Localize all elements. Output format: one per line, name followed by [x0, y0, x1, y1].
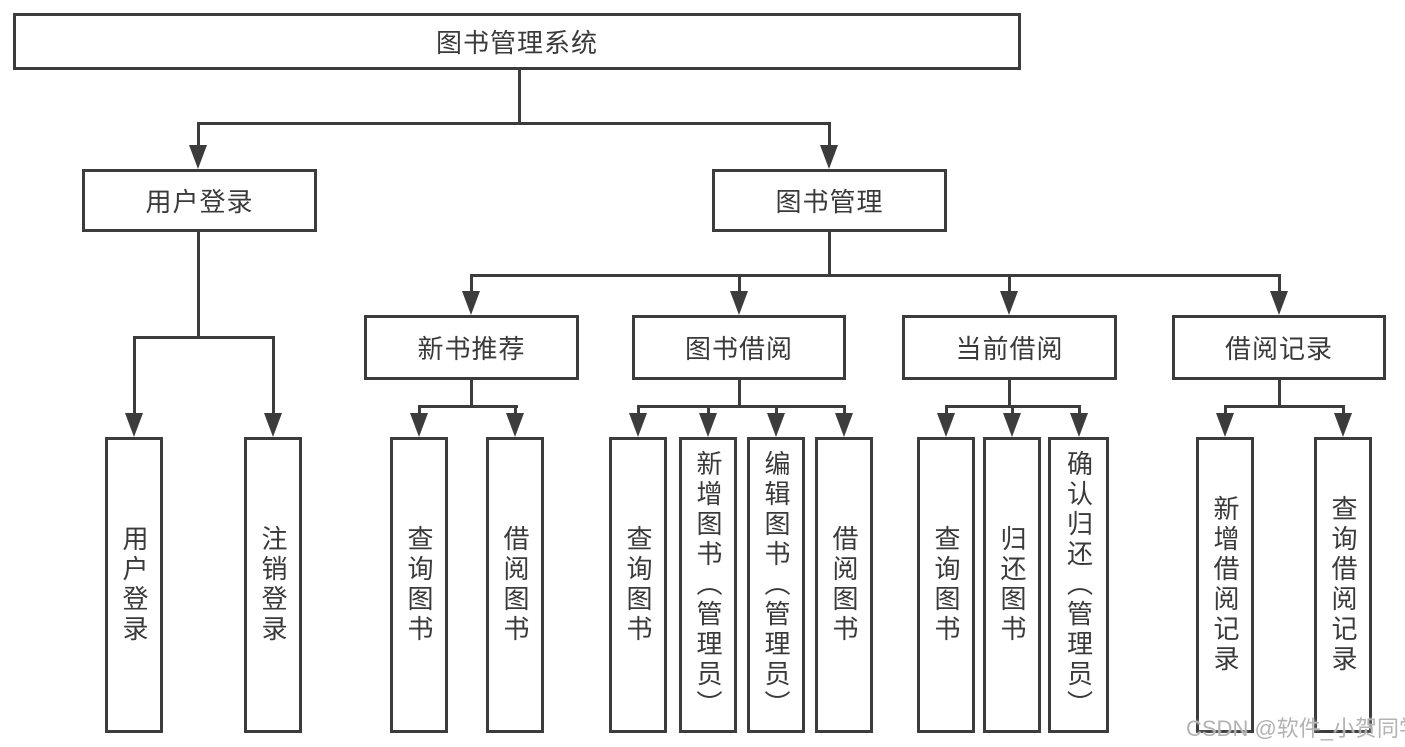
arrow-down-icon	[1000, 291, 1018, 315]
arrow-down-icon	[1270, 291, 1288, 315]
arrow-down-icon	[410, 413, 428, 437]
connector-stem	[1278, 380, 1281, 405]
leaf-label: 用户登录	[119, 525, 149, 645]
leaf-label: 借阅图书	[500, 525, 530, 645]
arrow-down-icon	[767, 413, 785, 437]
arrow-down-icon	[820, 145, 838, 169]
connector-drop-leaf	[418, 405, 421, 416]
connector-drop-leaf	[637, 405, 640, 416]
connector-drop-leaf	[1011, 405, 1014, 416]
connector-splitter	[637, 405, 845, 408]
leaf-edit-books-admin: 编辑图书（管理员）	[747, 437, 805, 733]
connector-splitter	[1224, 405, 1345, 408]
leaf-logout: 注销登录	[244, 437, 302, 733]
arrow-down-icon	[125, 413, 143, 437]
leaf-return-books: 归还图书	[983, 437, 1041, 733]
arrow-down-icon	[462, 291, 480, 315]
leaf-label: 查询借阅记录	[1328, 495, 1358, 675]
leaf-confirm-return-admin: 确认归还（管理员）	[1048, 437, 1109, 733]
node-current-borrow: 当前借阅	[902, 315, 1117, 380]
connector-drop-leaf	[1342, 405, 1345, 416]
watermark: CSDN @软件_小贺同学	[1186, 716, 1405, 741]
connector-stem	[1008, 380, 1011, 405]
node-new-book-rec: 新书推荐	[364, 315, 579, 380]
arrow-down-icon	[1334, 413, 1352, 437]
leaf-label: 归还图书	[997, 525, 1027, 645]
connector-splitter	[418, 405, 518, 408]
leaf-user-login: 用户登录	[105, 437, 163, 733]
connector-drop-leaf	[514, 405, 517, 416]
connector-level2-splitter	[197, 122, 831, 125]
leaf-query-books-current: 查询图书	[917, 437, 975, 733]
connector-drop-level3	[1278, 274, 1281, 293]
arrow-down-icon	[1070, 413, 1088, 437]
leaf-borrow-books: 借阅图书	[815, 437, 873, 733]
leaf-query-books-rec: 查询图书	[390, 437, 448, 733]
leaf-query-borrow-record: 查询借阅记录	[1314, 437, 1372, 733]
connector-user-login-splitter	[133, 336, 275, 339]
leaf-label: 注销登录	[258, 525, 288, 645]
connector-drop-leaf	[843, 405, 846, 416]
connector-drop-book-mgmt	[828, 122, 831, 148]
connector-drop-leaf	[133, 336, 136, 415]
leaf-label: 借阅图书	[829, 525, 859, 645]
arrow-down-icon	[264, 413, 282, 437]
node-borrow-records: 借阅记录	[1172, 315, 1386, 380]
arrow-down-icon	[1216, 413, 1234, 437]
connector-drop-leaf	[1224, 405, 1227, 416]
node-book-borrow: 图书借阅	[632, 315, 846, 380]
leaf-borrow-books-rec: 借阅图书	[486, 437, 544, 733]
leaf-label: 编辑图书（管理员）	[761, 450, 791, 720]
leaf-label: 新增借阅记录	[1210, 495, 1240, 675]
arrow-down-icon	[629, 413, 647, 437]
connector-drop-leaf	[945, 405, 948, 416]
leaf-label: 新增图书（管理员）	[693, 450, 723, 720]
leaf-query-books: 查询图书	[609, 437, 667, 733]
leaf-label: 确认归还（管理员）	[1063, 450, 1094, 720]
arrow-down-icon	[699, 413, 717, 437]
node-root: 图书管理系统	[13, 13, 1021, 70]
leaf-add-borrow-record: 新增借阅记录	[1196, 437, 1254, 733]
connector-stem	[738, 380, 741, 405]
connector-user-login-stem	[197, 232, 200, 336]
node-user-login: 用户登录	[82, 169, 317, 232]
leaf-label: 查询图书	[623, 525, 653, 645]
connector-drop-level3	[1008, 274, 1011, 293]
connector-drop-leaf	[775, 405, 778, 416]
connector-drop-level3	[738, 274, 741, 293]
node-book-mgmt: 图书管理	[712, 169, 947, 232]
connector-drop-leaf	[1078, 405, 1081, 416]
arrow-down-icon	[1003, 413, 1021, 437]
connector-drop-leaf	[272, 336, 275, 415]
connector-root-stem	[518, 70, 521, 122]
arrow-down-icon	[937, 413, 955, 437]
connector-drop-user-login	[197, 122, 200, 148]
leaf-label: 查询图书	[404, 525, 434, 645]
arrow-down-icon	[835, 413, 853, 437]
leaf-add-books-admin: 新增图书（管理员）	[679, 437, 737, 733]
connector-stem	[470, 380, 473, 405]
arrow-down-icon	[189, 145, 207, 169]
arrow-down-icon	[506, 413, 524, 437]
connector-level3-splitter	[470, 274, 1281, 277]
leaf-label: 查询图书	[931, 525, 961, 645]
connector-drop-level3	[470, 274, 473, 293]
connector-drop-leaf	[707, 405, 710, 416]
arrow-down-icon	[730, 291, 748, 315]
connector-book-mgmt-stem	[828, 232, 831, 274]
